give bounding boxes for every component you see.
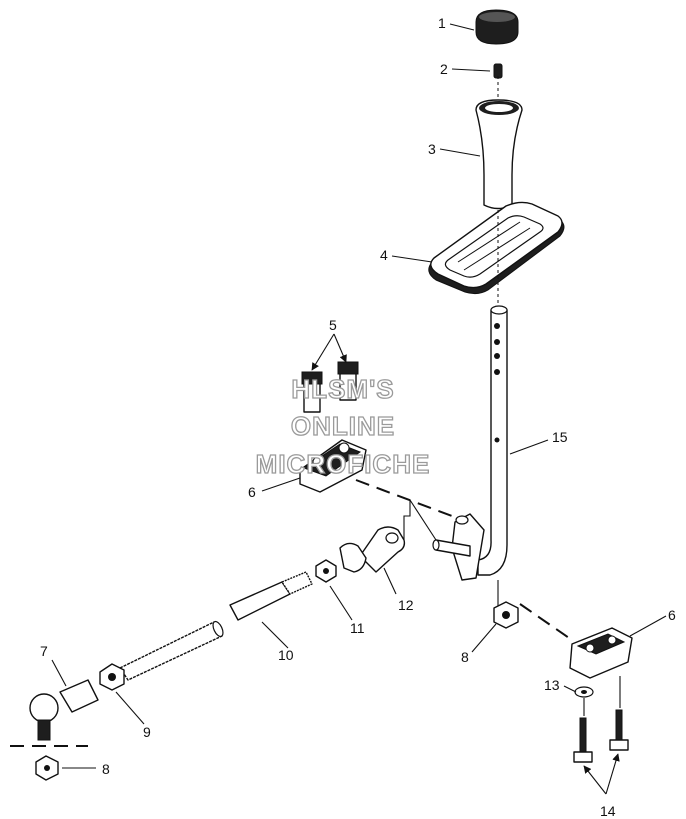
watermark-line-1: HLSM'S (291, 374, 394, 404)
part-7-ball-joint (29, 679, 99, 741)
callout-8-center: 8 (461, 649, 469, 665)
part-15-shift-lever (432, 305, 508, 581)
callout-12: 12 (398, 597, 414, 613)
watermark-line-2: ONLINE (291, 411, 395, 441)
callout-3: 3 (428, 141, 436, 157)
part-5-bolts (301, 361, 359, 413)
callout-10: 10 (278, 647, 294, 663)
callout-13: 13 (544, 677, 560, 693)
part-6-pivot-block-lower (569, 627, 633, 679)
callout-14: 14 (600, 803, 616, 819)
leader-lines (51, 23, 667, 795)
callout-9: 9 (143, 724, 151, 740)
callout-5: 5 (329, 317, 337, 333)
callout-4: 4 (380, 247, 388, 263)
part-9-jam-nut (99, 663, 125, 691)
part-3-knob-grip (475, 99, 523, 210)
callout-6-upper: 6 (248, 484, 256, 500)
callout-2: 2 (440, 61, 448, 77)
part-14-screws (573, 709, 629, 763)
part-13-washer (574, 686, 594, 698)
callout-15: 15 (552, 429, 568, 445)
watermark: HLSM'S ONLINE MICROFICHE (255, 373, 431, 479)
part-1-knob-cap (475, 9, 519, 45)
callout-1: 1 (438, 15, 446, 31)
part-4-shift-boot (428, 201, 565, 295)
part-6-pivot-block-upper (299, 439, 367, 493)
part-8-nut-center (493, 601, 519, 629)
part-2-set-screw (493, 63, 503, 79)
callout-8-left: 8 (102, 761, 110, 777)
callout-7: 7 (40, 643, 48, 659)
watermark-line-3: MICROFICHE (256, 449, 431, 479)
part-12-rod-end (339, 526, 406, 573)
part-11-jam-nut (315, 559, 337, 583)
callout-6-lower: 6 (668, 607, 676, 623)
part-8-nut-left (35, 755, 59, 781)
callout-11: 11 (350, 620, 365, 636)
callout-labels: 1 2 3 4 5 6 6 7 8 8 9 10 11 12 13 14 15 (40, 15, 676, 819)
part-10-shift-rod (119, 571, 313, 681)
assembly-lines (10, 479, 621, 747)
